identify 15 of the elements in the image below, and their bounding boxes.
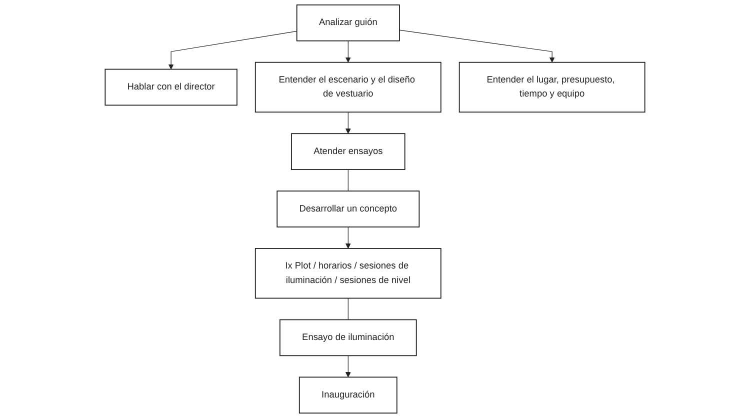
arrow	[345, 112, 351, 134]
arrow	[168, 30, 298, 70]
arrow	[345, 40, 351, 63]
node-box: Inauguración	[298, 376, 398, 414]
arrow	[345, 355, 351, 378]
node-box: Hablar con el director	[104, 68, 238, 106]
node-box: Analizar guión	[296, 4, 400, 42]
node-box: Entender el escenario y el diseño de vestuario	[254, 62, 442, 113]
node-box: Ix Plot / horarios / sesiones de iluminación / sesiones de nivel	[254, 248, 442, 299]
node-box: Entender el lugar, presupuesto, tiempo y equipo	[458, 62, 646, 113]
arrow	[345, 226, 351, 249]
node-box: Ensayo de iluminación	[279, 319, 417, 356]
arrow	[399, 30, 555, 63]
node-box: Atender ensayos	[291, 133, 406, 170]
node-box: Desarrollar un concepto	[276, 190, 420, 228]
